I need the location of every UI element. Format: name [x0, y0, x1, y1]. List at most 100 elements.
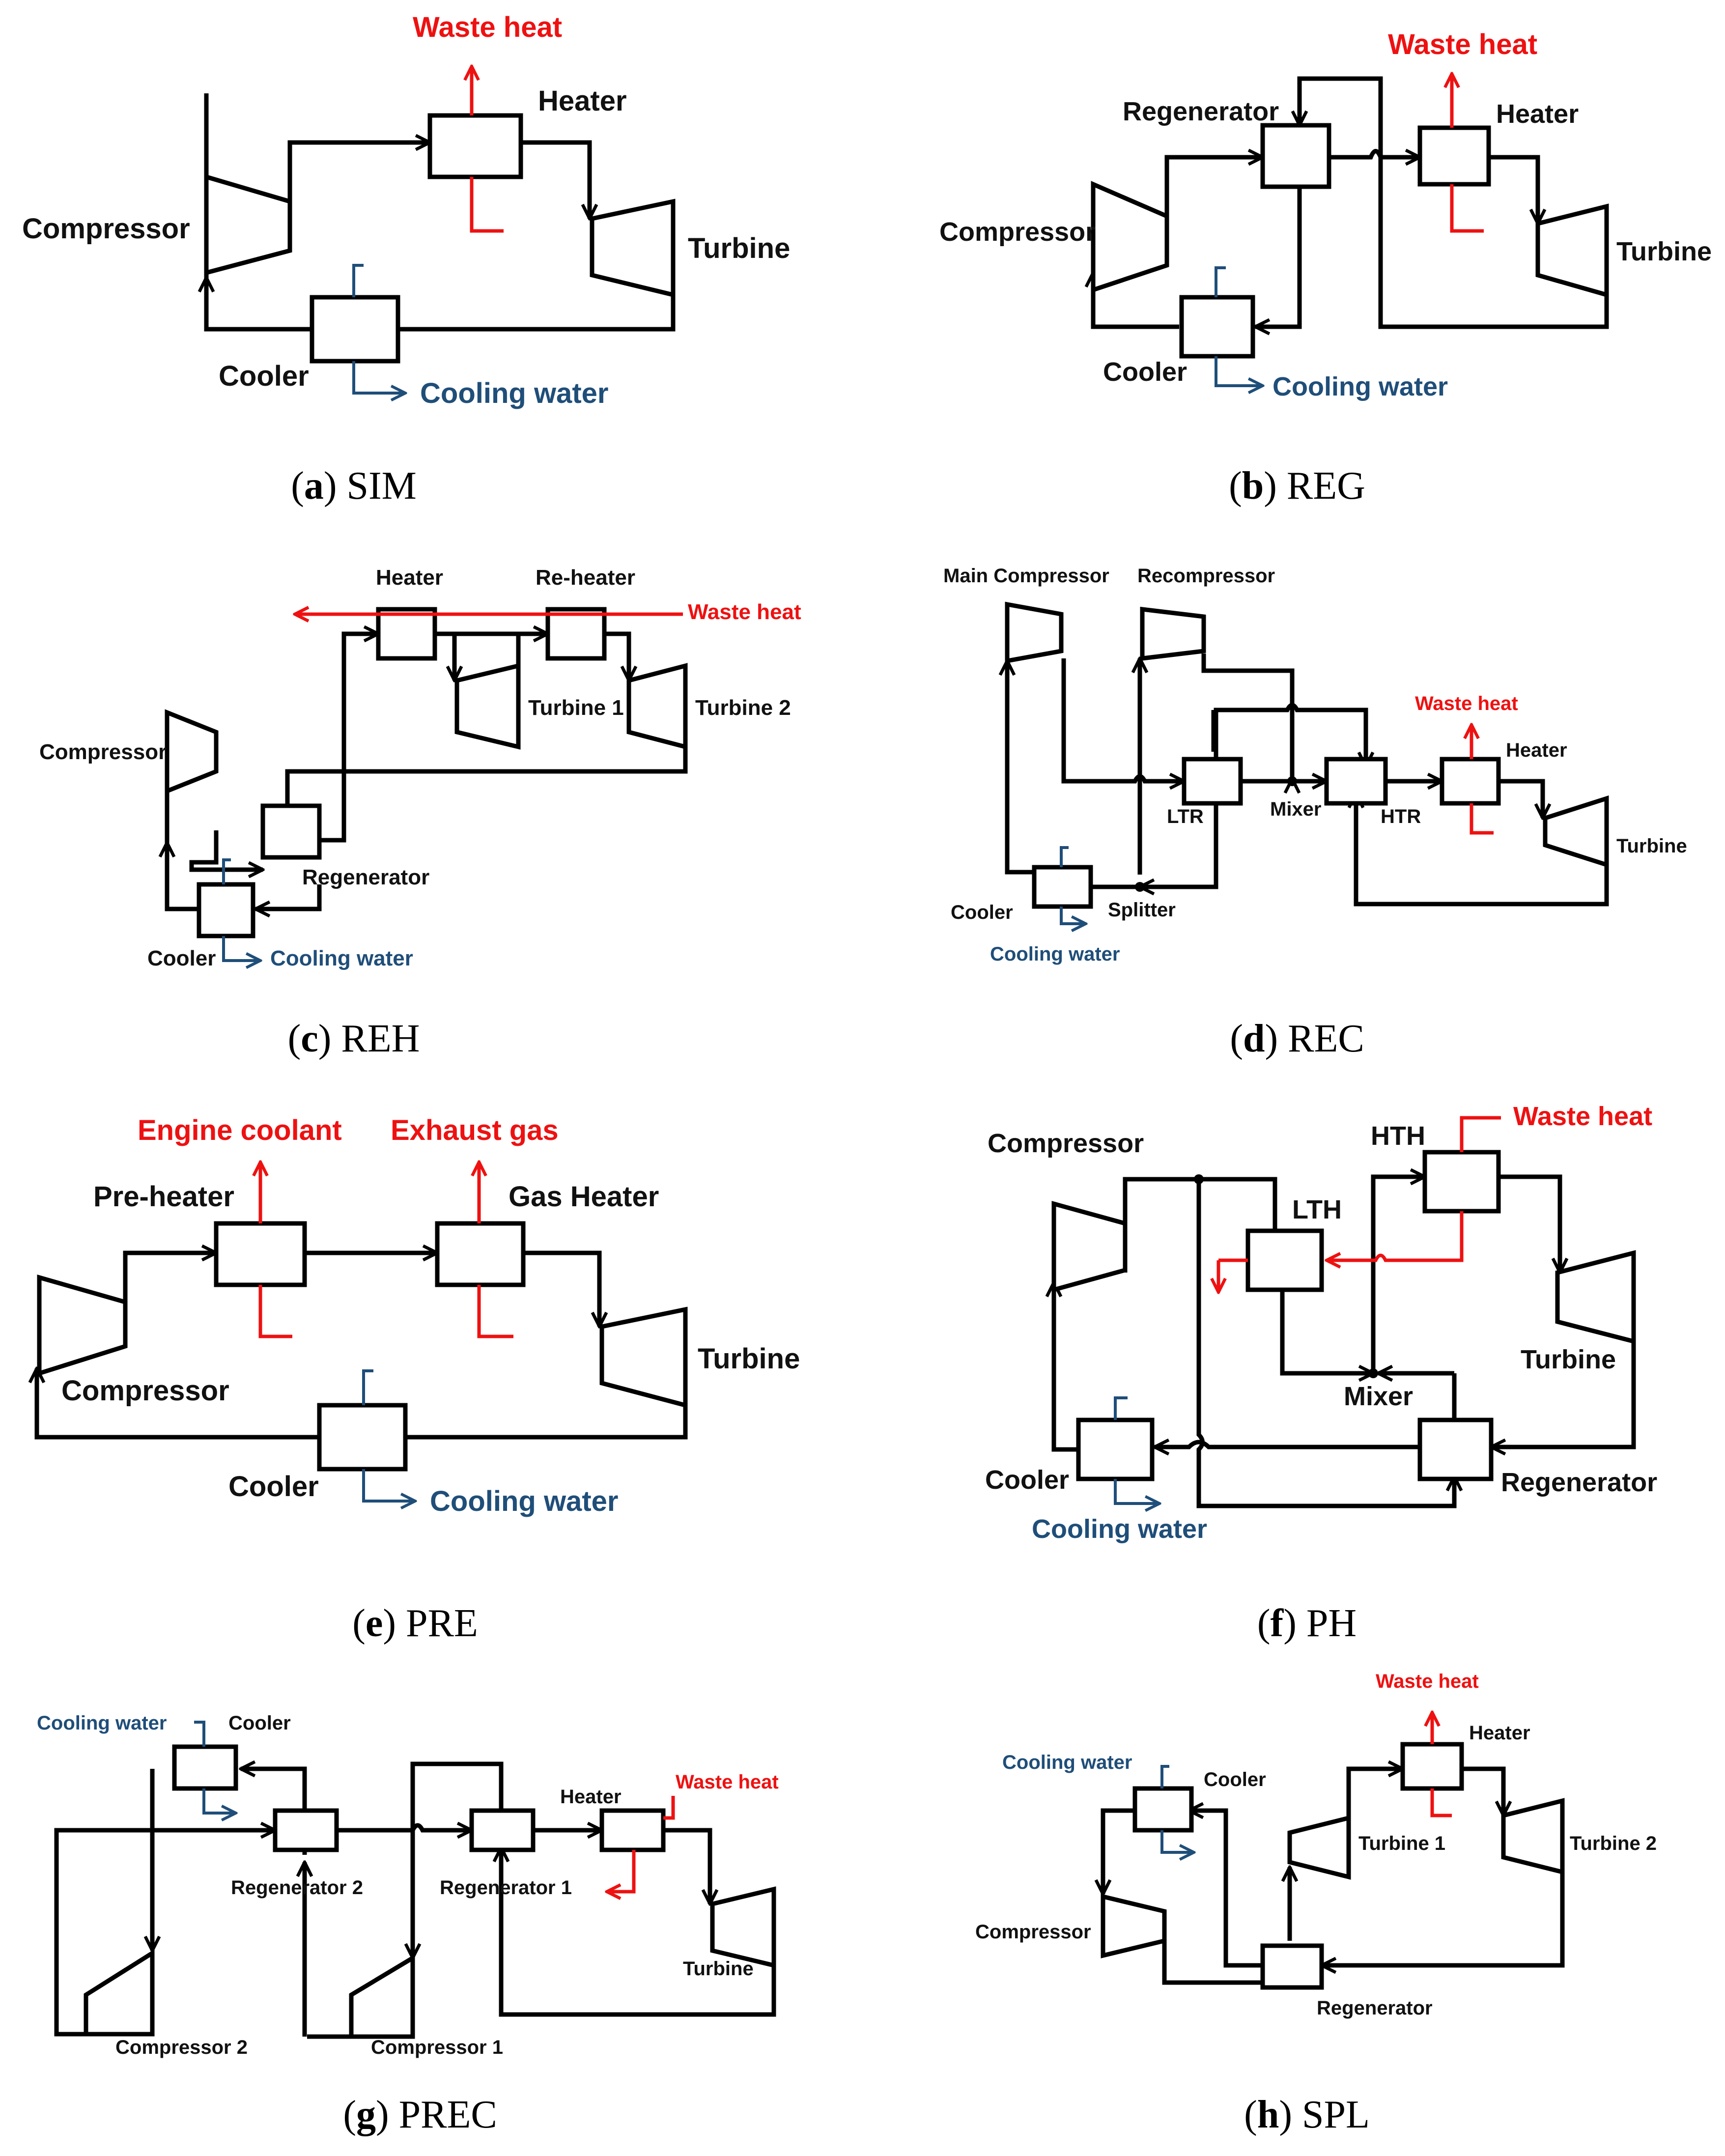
d-mixer-node [1287, 776, 1297, 786]
d-ltr-icon [1182, 757, 1243, 806]
c-turbine-1-icon [454, 663, 521, 750]
h-compressor-label: Compressor [975, 1921, 1091, 1943]
c-cooler-label: Cooler [147, 946, 216, 970]
e-cooling-water-label: Cooling water [430, 1485, 618, 1517]
a-compressor-icon [204, 173, 292, 276]
b-turbine-icon [1535, 203, 1609, 298]
e-cooler-icon [317, 1403, 408, 1472]
e-preheater-label: Pre-heater [93, 1181, 234, 1213]
panel-e-pre: Engine coolant Exhaust gas Pre-heater Ga… [37, 1114, 800, 1645]
c-heater-label: Heater [376, 566, 443, 590]
a-heater-label: Heater [538, 85, 627, 117]
a-compressor-label: Compressor [22, 213, 190, 245]
f-cooling-water-label: Cooling water [1032, 1514, 1207, 1544]
h-turbine-2-icon [1501, 1798, 1565, 1875]
d-htr-label: HTR [1381, 806, 1421, 827]
d-recompressor-label: Recompressor [1137, 565, 1275, 587]
g-compressor-1-icon [349, 1954, 415, 2039]
c-cooling-water-label: Cooling water [270, 946, 413, 970]
e-preheater-icon [214, 1221, 307, 1287]
f-lth-icon [1245, 1228, 1324, 1292]
panel-g-prec: Cooling water Cooler Heater Waste heat R… [37, 1712, 779, 2136]
d-recompressor-icon [1140, 606, 1206, 661]
b-heater-label: Heater [1496, 99, 1579, 129]
e-exhaust-gas-label: Exhaust gas [391, 1114, 559, 1146]
b-regenerator-label: Regenerator [1123, 97, 1279, 126]
e-turbine-icon [599, 1306, 688, 1408]
h-compressor-icon [1101, 1894, 1167, 1958]
e-gas-heater-label: Gas Heater [509, 1181, 659, 1213]
b-regenerator-icon [1260, 123, 1331, 189]
c-regenerator-label: Regenerator [302, 865, 429, 889]
a-heater-icon [427, 113, 523, 179]
f-lth-label: LTH [1292, 1195, 1342, 1224]
panel-b-reg: Waste heat Regenerator Heater Compressor… [939, 28, 1712, 508]
d-main-compressor-label: Main Compressor [943, 565, 1109, 587]
f-waste-heat-label: Waste heat [1513, 1102, 1652, 1131]
a-cooling-water-label: Cooling water [420, 377, 608, 409]
panel-c-reh: Heater Re-heater Waste heat Turbine 1 Tu… [39, 566, 801, 1060]
g-regenerator-2-label: Regenerator 2 [231, 1877, 363, 1899]
d-turbine-label: Turbine [1616, 835, 1687, 857]
c-compressor-icon [165, 709, 219, 794]
panel-a-sim: Waste heat Heater Compressor Turbine Coo… [22, 11, 790, 508]
g-compressor-2-label: Compressor 2 [115, 2037, 248, 2058]
c-turbine-1-label: Turbine 1 [528, 696, 624, 720]
c-regenerator-icon [260, 803, 322, 860]
b-cooler-icon [1179, 295, 1255, 359]
b-turbine-label: Turbine [1616, 237, 1712, 266]
g-heater-icon [599, 1808, 666, 1852]
d-main-compressor-icon [1005, 601, 1064, 664]
h-turbine-1-label: Turbine 1 [1358, 1833, 1445, 1854]
h-cooling-water-label: Cooling water [1002, 1752, 1132, 1773]
d-cooling-water-label: Cooling water [990, 943, 1120, 965]
d-heater-icon [1440, 757, 1501, 806]
g-turbine-icon [710, 1886, 776, 1968]
g-cooler-label: Cooler [228, 1712, 291, 1734]
f-turbine-icon [1555, 1250, 1636, 1344]
b-waste-heat-label: Waste heat [1388, 28, 1537, 60]
d-waste-heat-label: Waste heat [1415, 693, 1518, 714]
f-compressor-label: Compressor [988, 1129, 1144, 1158]
g-waste-heat-label: Waste heat [676, 1771, 779, 1793]
g-cooling-water-label: Cooling water [37, 1712, 167, 1734]
panel-d-rec: Main Compressor Recompressor Waste heat … [943, 565, 1687, 1060]
b-caption: (b) REG [1229, 464, 1365, 508]
f-caption: (f) PH [1257, 1602, 1357, 1645]
d-cooler-icon [1032, 865, 1093, 909]
c-caption: (c) REH [288, 1017, 420, 1060]
d-splitter-label: Splitter [1108, 899, 1176, 921]
d-splitter-node [1135, 882, 1145, 892]
c-waste-heat-label: Waste heat [688, 600, 801, 624]
a-turbine-label: Turbine [688, 232, 790, 264]
g-compressor-1-label: Compressor 1 [371, 2037, 503, 2058]
e-gas-heater-icon [435, 1221, 526, 1287]
a-turbine-icon [590, 199, 676, 298]
h-heater-icon [1400, 1742, 1464, 1791]
f-regenerator-icon [1417, 1418, 1494, 1481]
f-cooler-icon [1076, 1418, 1155, 1481]
b-cooler-label: Cooler [1103, 357, 1187, 387]
b-compressor-label: Compressor [939, 217, 1096, 247]
f-mixer-node [1368, 1368, 1378, 1378]
panel-f-ph: Compressor HTH Waste heat LTH Turbine Mi… [985, 1102, 1657, 1645]
c-reheater-label: Re-heater [536, 566, 635, 590]
a-waste-heat-label: Waste heat [413, 11, 562, 43]
e-caption: (e) PRE [352, 1602, 478, 1645]
g-regenerator-1-label: Regenerator 1 [440, 1877, 572, 1899]
d-heater-label: Heater [1506, 739, 1567, 761]
d-mixer-label: Mixer [1270, 798, 1322, 820]
panel-h-spl: Waste heat Heater Cooling water Cooler T… [975, 1671, 1657, 2136]
e-compressor-label: Compressor [61, 1375, 229, 1407]
g-heater-label: Heater [560, 1786, 622, 1808]
f-cooler-label: Cooler [985, 1465, 1069, 1495]
d-cooler-label: Cooler [951, 902, 1013, 923]
d-ltr-label: LTR [1167, 806, 1204, 827]
g-caption: (g) PREC [343, 2093, 497, 2136]
h-cooler-icon [1132, 1786, 1194, 1833]
d-caption: (d) REC [1230, 1017, 1364, 1060]
g-regenerator-2-icon [273, 1808, 339, 1852]
c-turbine-2-label: Turbine 2 [695, 696, 791, 720]
g-cooler-icon [172, 1744, 238, 1791]
c-turbine-2-icon [626, 663, 688, 750]
